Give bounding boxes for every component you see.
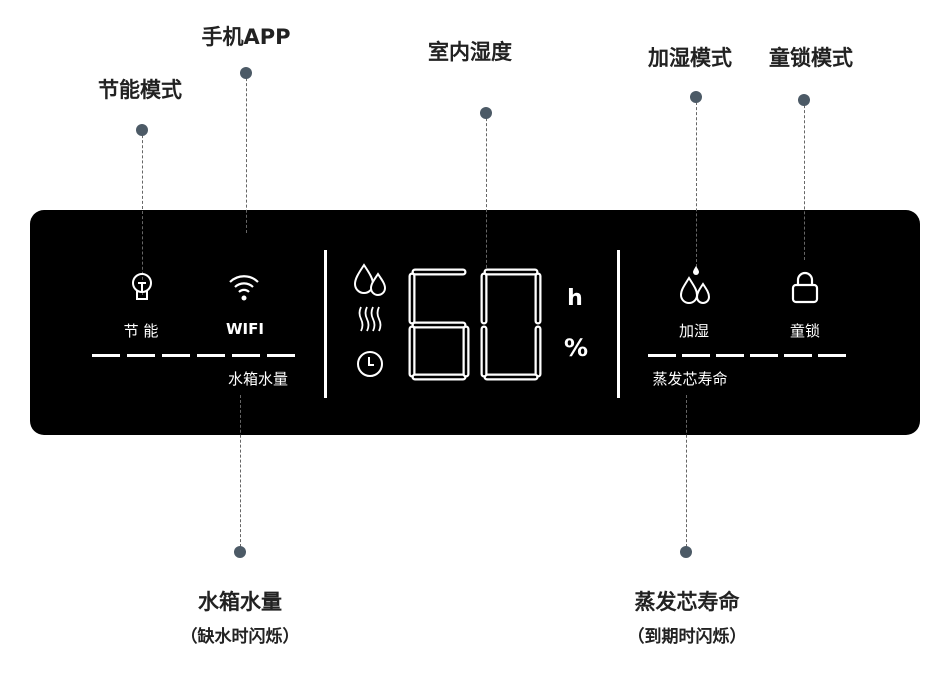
humidity-display: [408, 268, 542, 381]
level-segment: [92, 354, 120, 357]
humidify-label: 加湿: [678, 322, 710, 340]
level-segment: [127, 354, 155, 357]
lock-label: 童锁: [789, 322, 821, 340]
clock-icon: [357, 351, 383, 377]
water-drops-icon: [353, 263, 387, 296]
level-segment: [162, 354, 190, 357]
callout-line: [142, 130, 143, 295]
wifi-label: WIFI: [226, 320, 264, 338]
wifi-icon: [229, 275, 259, 301]
callout-dot: [234, 546, 246, 558]
callout-line: [486, 113, 487, 273]
callout-tank-note: （缺水时闪烁）: [180, 627, 300, 647]
energy-label: 节 能: [123, 322, 159, 340]
callout-dot: [136, 124, 148, 136]
level-segment: [750, 354, 778, 357]
level-segment: [267, 354, 295, 357]
callout-indoor-humidity: 室内湿度: [428, 40, 512, 64]
callout-child-lock-mode: 童锁模式: [769, 46, 853, 70]
callout-wick-note: （到期时闪烁）: [627, 627, 747, 647]
level-segment: [197, 354, 225, 357]
control-panel: [30, 210, 920, 435]
callout-dot: [690, 91, 702, 103]
wick-label: 蒸发芯寿命: [652, 370, 728, 388]
callout-dot: [798, 94, 810, 106]
callout-humidify-mode: 加湿模式: [648, 46, 732, 70]
mist-icon: [358, 306, 382, 332]
unit-hours: h: [567, 286, 583, 311]
level-segment: [784, 354, 812, 357]
callout-line: [696, 97, 697, 267]
lock-icon: [791, 271, 819, 304]
callout-dot: [240, 67, 252, 79]
humidify-icon: [679, 266, 711, 304]
divider: [324, 250, 327, 398]
level-segment: [818, 354, 846, 357]
level-segment: [232, 354, 260, 357]
callout-dot: [680, 546, 692, 558]
tank-label: 水箱水量: [227, 370, 289, 388]
callout-energy-mode: 节能模式: [98, 78, 182, 102]
callout-line: [804, 100, 805, 260]
bulb-icon: [132, 273, 152, 300]
callout-tank-level: 水箱水量: [198, 590, 282, 614]
level-segment: [648, 354, 676, 357]
level-segment: [682, 354, 710, 357]
callout-app: 手机APP: [201, 25, 291, 49]
callout-wick-life: 蒸发芯寿命: [634, 590, 740, 614]
level-segment: [716, 354, 744, 357]
callout-line: [240, 395, 241, 552]
callout-dot: [480, 107, 492, 119]
callout-line: [686, 395, 687, 552]
divider: [617, 250, 620, 398]
callout-line: [246, 73, 247, 233]
unit-percent: %: [563, 334, 589, 362]
